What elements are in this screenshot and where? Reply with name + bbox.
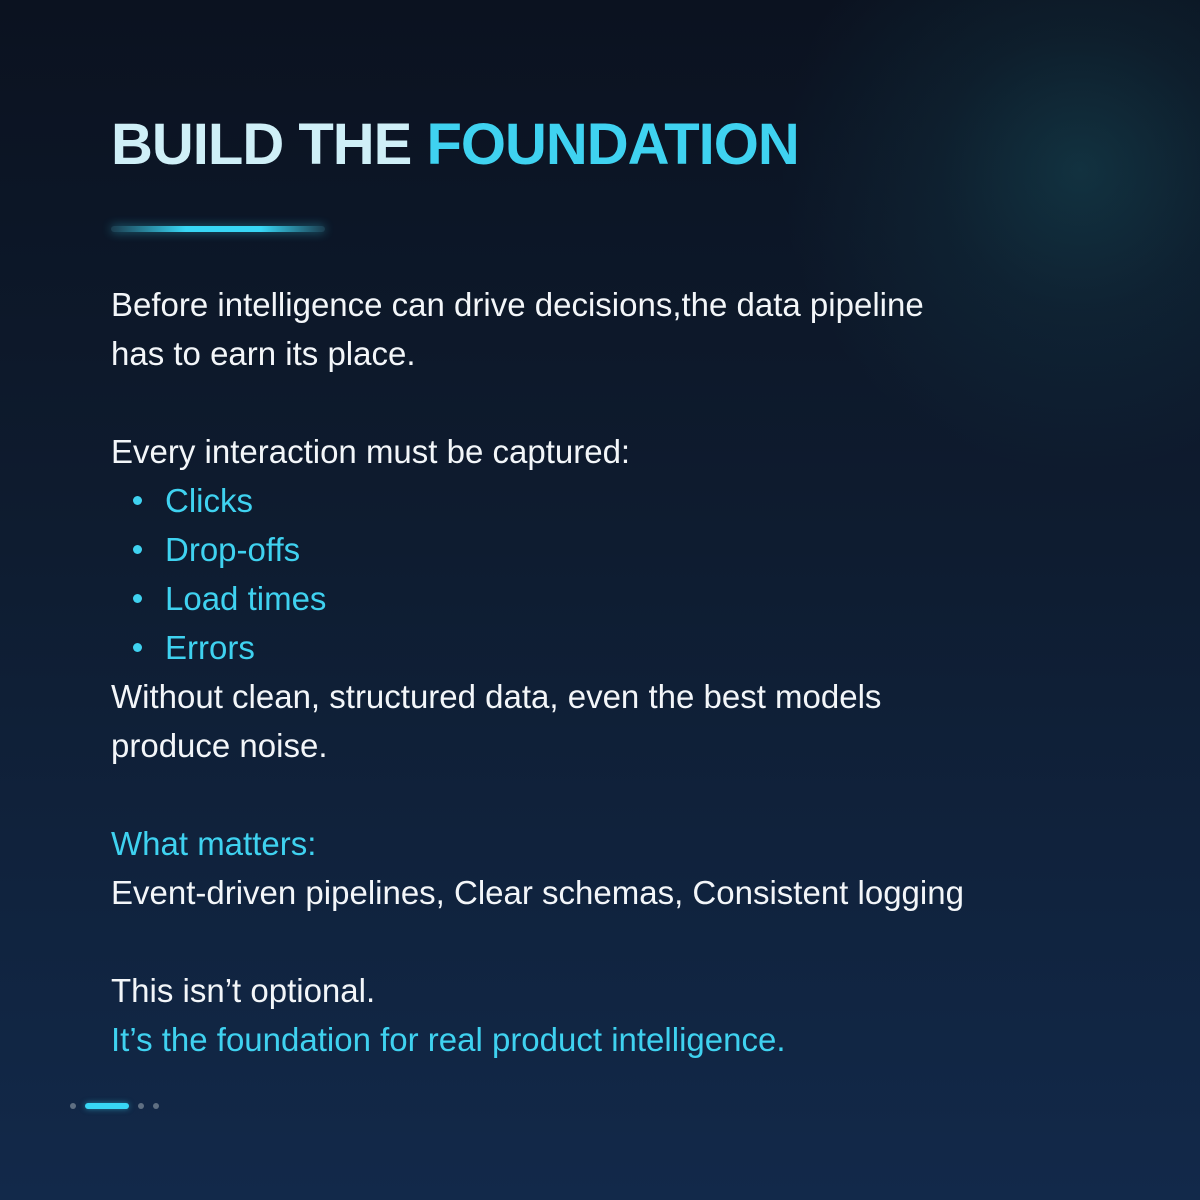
capture-heading: Every interaction must be captured:	[111, 433, 631, 470]
list-item: Drop-offs	[111, 525, 1171, 574]
list-item: Clicks	[111, 476, 1171, 525]
spacer	[111, 770, 1171, 819]
bullet-dot-icon	[133, 545, 142, 554]
matters-text: Event-driven pipelines, Clear schemas, C…	[111, 874, 964, 911]
list-item-label: Drop-offs	[165, 531, 301, 568]
intro-line-2: has to earn its place.	[111, 335, 416, 372]
page-dot-2-active[interactable]	[85, 1103, 129, 1109]
pagination-dots	[70, 1102, 168, 1110]
bullet-dot-icon	[133, 496, 142, 505]
list-item-label: Errors	[165, 629, 255, 666]
page-title: BUILD THE FOUNDATION	[111, 112, 800, 178]
spacer	[111, 378, 1171, 427]
title-part-1: BUILD THE	[111, 112, 412, 177]
page-dot-3[interactable]	[138, 1103, 144, 1109]
closing-line-2: It’s the foundation for real product int…	[111, 1021, 786, 1058]
intro-line-1: Before intelligence can drive decisions,…	[111, 286, 924, 323]
spacer	[111, 917, 1171, 966]
slide-content: Before intelligence can drive decisions,…	[111, 280, 1171, 1064]
page-dot-1[interactable]	[70, 1103, 76, 1109]
list-item: Load times	[111, 574, 1171, 623]
list-item-label: Load times	[165, 580, 327, 617]
capture-list: Clicks Drop-offs Load times Errors	[111, 476, 1171, 672]
bullet-dot-icon	[133, 643, 142, 652]
list-item-label: Clicks	[165, 482, 253, 519]
bullet-dot-icon	[133, 594, 142, 603]
matters-heading: What matters:	[111, 825, 317, 862]
page-dot-4[interactable]	[153, 1103, 159, 1109]
list-item: Errors	[111, 623, 1171, 672]
closing-line-1: This isn’t optional.	[111, 972, 376, 1009]
title-part-2: FOUNDATION	[426, 112, 799, 177]
title-underline	[111, 226, 325, 232]
warning-line-2: produce noise.	[111, 727, 328, 764]
warning-line-1: Without clean, structured data, even the…	[111, 678, 882, 715]
